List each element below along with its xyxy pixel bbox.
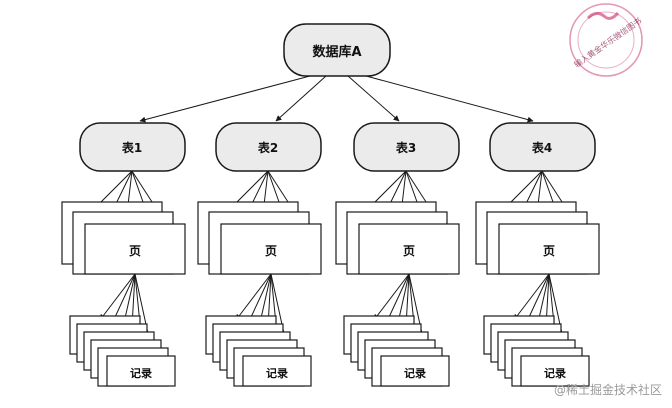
page-stack-2 (197, 201, 322, 275)
root-to-table-edges (139, 75, 534, 123)
table-branch-2: 表2 页 记录 (197, 122, 322, 387)
edge-root-table-4 (365, 75, 534, 123)
root-node (283, 23, 391, 77)
publisher-stamp: 输入黄金华乐微信图书 (569, 3, 643, 77)
page-stack-3 (335, 201, 460, 275)
record-label-2: 记录 (266, 367, 288, 380)
table-node-label-4: 表4 (531, 140, 552, 155)
record-stack-1 (69, 315, 176, 387)
record-stack-2 (205, 315, 312, 387)
page-label-4: 页 (543, 244, 555, 258)
table-node-label-3: 表3 (395, 140, 416, 155)
page-label-2: 页 (265, 244, 277, 258)
record-label-4: 记录 (544, 367, 566, 380)
record-label-3: 记录 (404, 367, 426, 380)
table-node-label-1: 表1 (121, 140, 142, 155)
record-label-1: 记录 (130, 367, 152, 380)
table-branch-4: 表4 页 记录 (475, 122, 600, 387)
table-branch-3: 表3 页 记录 (335, 122, 460, 387)
page-label-1: 页 (129, 244, 141, 258)
edge-root-table-2 (275, 75, 327, 122)
root-node-label: 数据库A (312, 44, 361, 60)
table-node-label-2: 表2 (257, 140, 278, 155)
record-stack-4 (483, 315, 590, 387)
record-stack-3 (343, 315, 450, 387)
page-label-3: 页 (403, 244, 415, 258)
table-branch-1: 表1 页 记录 (61, 122, 186, 387)
watermark-text: @稀土掘金技术社区 (554, 382, 662, 397)
page-stack-1 (61, 201, 186, 275)
edge-root-table-1 (139, 75, 311, 123)
edge-root-table-3 (347, 75, 400, 122)
page-stack-4 (475, 201, 600, 275)
